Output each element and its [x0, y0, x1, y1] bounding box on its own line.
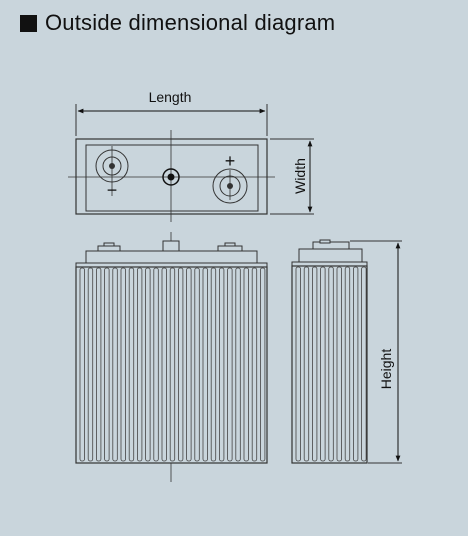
section-header: Outside dimensional diagram	[20, 9, 335, 37]
front-rib	[120, 267, 126, 462]
front-rib	[177, 267, 184, 462]
side-rib	[344, 266, 351, 462]
front-rib	[218, 267, 225, 462]
length-dimension: Length	[75, 89, 268, 136]
front-rib	[186, 267, 192, 462]
width-label: Width	[292, 158, 308, 194]
height-dimension: Height	[350, 240, 402, 464]
front-rib	[227, 267, 233, 462]
side-rib	[311, 266, 318, 462]
negative-sign: −	[107, 180, 118, 200]
front-rib	[251, 267, 258, 462]
section-title: Outside dimensional diagram	[45, 10, 336, 35]
front-rib	[259, 267, 266, 462]
vent-plug-top	[162, 168, 180, 186]
positive-sign: +	[225, 151, 236, 171]
front-view	[75, 232, 268, 482]
top-view: − +	[68, 130, 275, 222]
side-view	[291, 239, 368, 464]
side-rib	[352, 266, 359, 462]
side-rib	[336, 266, 342, 462]
front-rib	[136, 267, 143, 462]
negative-terminal-front	[97, 242, 121, 252]
side-rib	[320, 266, 326, 462]
negative-terminal-top	[95, 146, 129, 196]
front-rib	[243, 267, 249, 462]
positive-terminal-front	[217, 242, 243, 252]
front-rib	[161, 267, 167, 462]
front-rib	[235, 267, 241, 462]
front-rib	[169, 267, 176, 462]
front-rib	[128, 267, 135, 462]
front-ribs	[79, 267, 266, 462]
front-rib	[112, 267, 118, 462]
side-rib	[328, 266, 334, 462]
side-rib	[295, 266, 301, 462]
side-ribs	[295, 266, 367, 462]
front-rib	[202, 267, 208, 462]
height-label: Height	[378, 349, 394, 390]
length-label: Length	[149, 89, 192, 105]
front-rib	[194, 267, 200, 462]
positive-terminal-top	[212, 168, 248, 204]
front-rib	[87, 267, 94, 462]
side-rib	[361, 266, 367, 462]
header-bullet-square	[20, 14, 37, 32]
front-rib	[153, 267, 159, 462]
front-rib	[96, 267, 102, 462]
width-dimension: Width	[270, 138, 314, 215]
front-rib	[210, 267, 217, 462]
front-rib	[79, 267, 85, 462]
front-rib	[104, 267, 110, 462]
front-rib	[145, 267, 151, 462]
side-rib	[303, 266, 310, 462]
